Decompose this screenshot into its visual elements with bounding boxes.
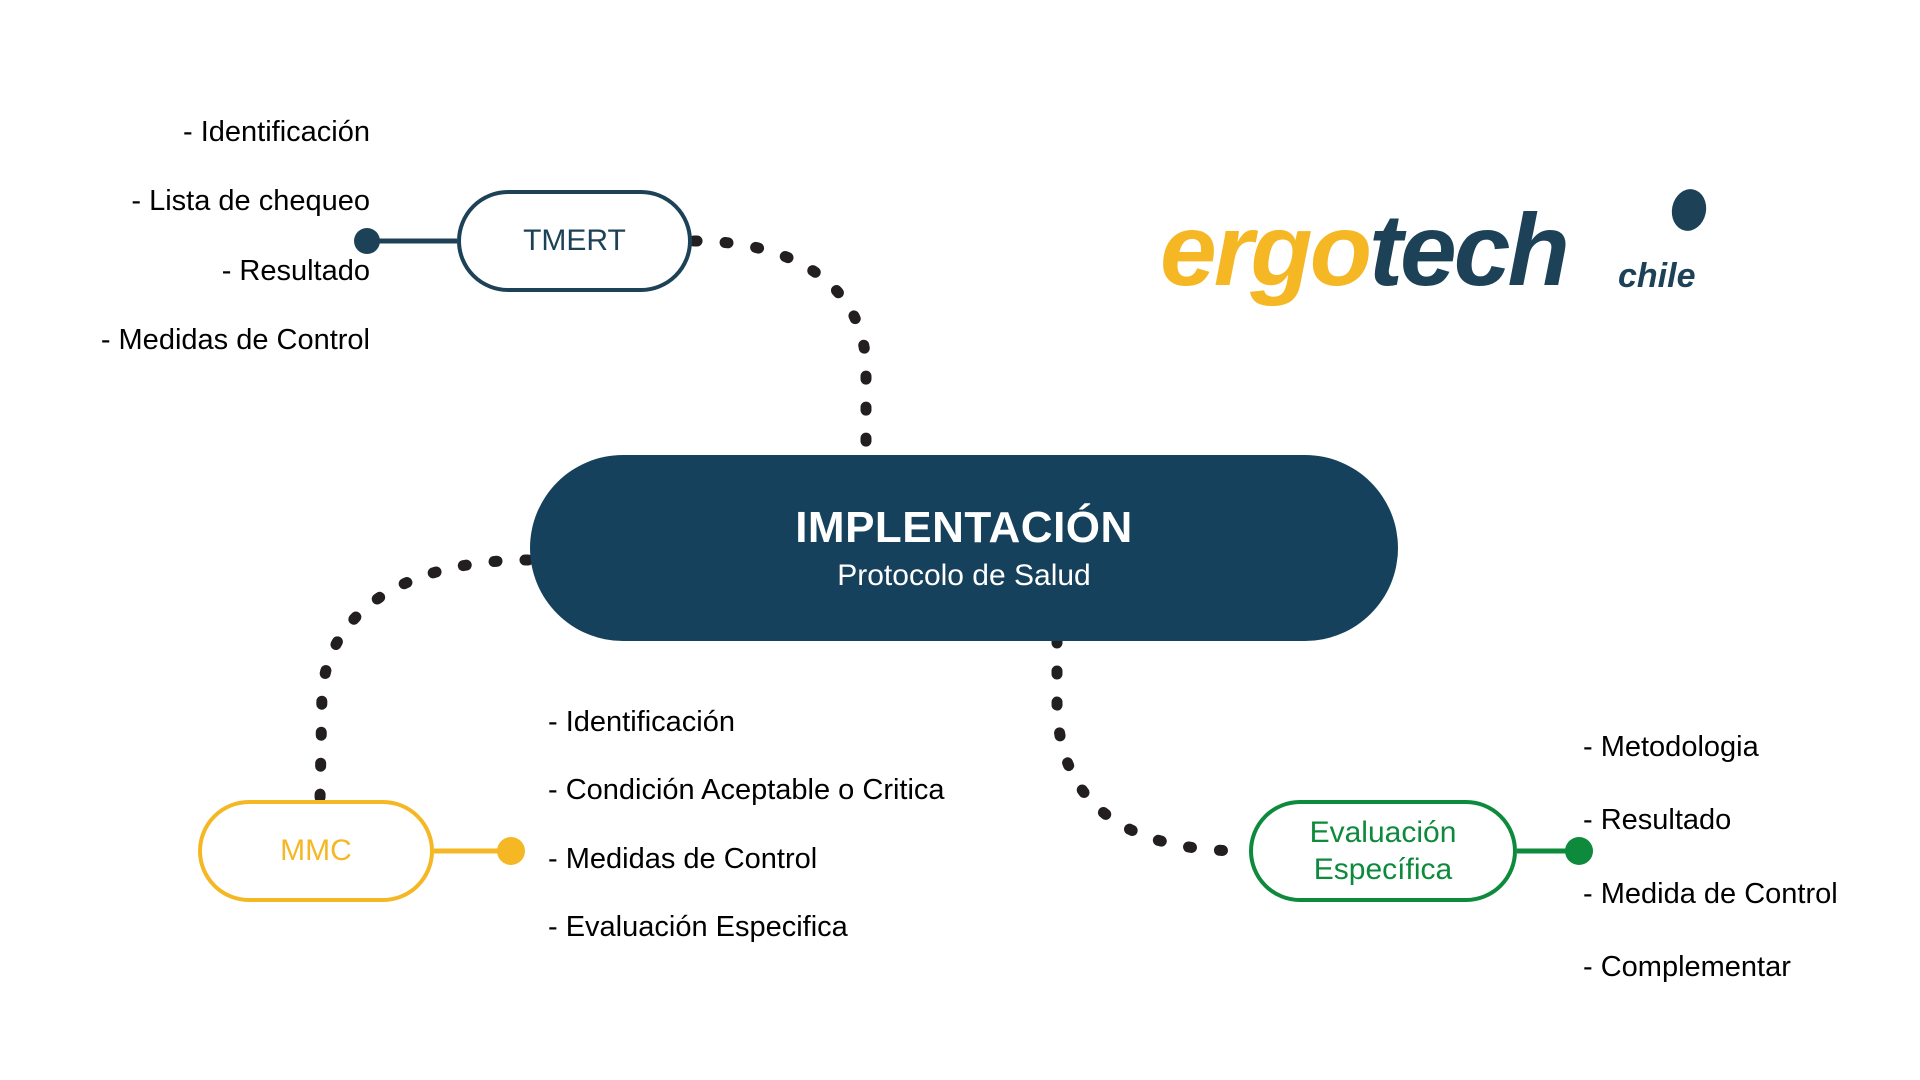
central-node[interactable]: IMPLENTACIÓN Protocolo de Salud (530, 455, 1398, 641)
node-evaluacion-especifica-label: Evaluación Específica (1309, 815, 1457, 887)
list-item: - Resultado (221, 254, 370, 287)
node-mmc[interactable]: MMC (198, 800, 434, 902)
node-evaluacion-especifica[interactable]: Evaluación Específica (1249, 800, 1517, 902)
central-node-subtitle: Protocolo de Salud (837, 559, 1091, 592)
list-item: - Lista de chequeo (131, 185, 370, 218)
evaluacion-leaf-list: - Metodologia - Resultado - Medida de Co… (1583, 730, 1920, 986)
list-item: - Medida de Control (1583, 877, 1838, 910)
list-item: - Condición Aceptable o Critica (548, 774, 945, 807)
mmc-leaf-list: - Identificación - Condición Aceptable o… (548, 705, 968, 946)
node-tmert-label: TMERT (523, 224, 626, 258)
ergotech-logo: ergotech chile (1160, 185, 1800, 325)
logo-tagline: chile (1618, 257, 1696, 295)
list-item: - Metodologia (1583, 731, 1759, 763)
list-item: - Medidas de Control (100, 324, 370, 357)
list-item: - Medidas de Control (548, 842, 818, 875)
connector-mmc-to-central (314, 554, 534, 806)
node-mmc-label: MMC (280, 834, 352, 868)
logo-dot-icon (1668, 185, 1710, 235)
list-item: - Identificación (183, 116, 370, 148)
list-item: - Identificación (548, 706, 735, 738)
node-tmert[interactable]: TMERT (457, 190, 692, 292)
central-node-title: IMPLENTACIÓN (795, 503, 1133, 552)
list-item: - Resultado (1583, 804, 1732, 837)
connector-tmert-to-central (688, 235, 872, 463)
logo-wordmark-tech: tech (1369, 193, 1570, 307)
tmert-leaf-list: - Identificación - Lista de chequeo - Re… (0, 115, 370, 359)
logo-wordmark: ergotech (1160, 193, 1570, 307)
list-item: - Complementar (1583, 951, 1791, 984)
list-item: - Evaluación Especifica (548, 911, 848, 944)
logo-wordmark-ergo: ergo (1160, 193, 1372, 307)
stem-dot-mmc (497, 837, 525, 865)
connector-evaluacion-to-central (1051, 634, 1250, 857)
